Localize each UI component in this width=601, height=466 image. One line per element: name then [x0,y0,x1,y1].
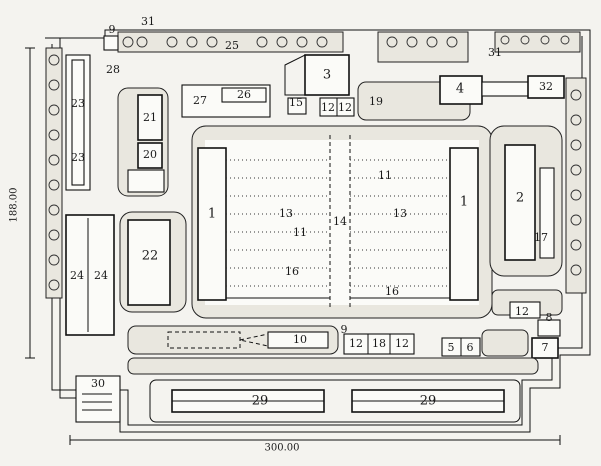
green-strip-top-corner [494,31,581,53]
label-23-a: 23 [71,97,85,110]
label-11-right: 11 [378,169,392,182]
building-17 [539,167,555,259]
dimension-vertical-label: 188.00 [9,188,20,223]
building-21 [137,94,163,141]
building-20 [137,142,163,169]
label-28: 28 [106,63,120,76]
label-24-b: 24 [94,269,108,282]
label-18: 18 [372,337,386,350]
label-1-right: 1 [460,195,468,210]
building-10-link [239,333,269,347]
label-31-left: 31 [141,15,155,28]
label-31-right: 31 [488,46,502,59]
label-25: 25 [225,39,239,52]
building-7 [531,337,559,359]
label-16-right: 16 [385,285,399,298]
building-12-18-12 [343,333,415,355]
building-4-annex [481,81,535,97]
label-30: 30 [91,377,105,390]
green-strip-left [45,47,63,299]
label-1-left: 1 [208,207,216,222]
label-23-b: 23 [71,151,85,164]
building-4 [439,75,483,105]
building-30-hatching [82,393,112,411]
building-32 [527,75,565,99]
label-27: 27 [193,94,207,107]
building-3-ramp [284,54,306,96]
label-3: 3 [323,68,331,83]
label-11-left: 11 [293,226,307,239]
label-15: 15 [289,96,303,109]
green-strip-right [565,77,587,294]
building-12-right [509,301,541,319]
label-5: 5 [448,341,455,354]
label-9-top: 9 [109,23,116,36]
building-24 [65,214,115,336]
label-12-right: 12 [515,305,529,318]
label-9-bottom: 9 [341,323,348,336]
label-14: 14 [333,215,347,228]
building-2 [504,144,536,261]
label-6: 6 [467,341,474,354]
building-26 [221,87,267,103]
label-29-left: 29 [252,394,269,409]
building-20-annex [127,169,165,193]
label-2: 2 [516,191,524,206]
building-8 [537,319,561,337]
label-24-a: 24 [70,269,84,282]
label-17: 17 [534,231,548,244]
dimension-horizontal-label: 300.00 [265,443,300,454]
label-26: 26 [237,88,251,101]
label-12-bottom-b: 12 [395,337,409,350]
site-boundary [45,29,591,433]
label-13-right: 13 [393,207,407,220]
green-strip-bottom [127,357,539,375]
label-8: 8 [546,311,553,324]
label-29-right: 29 [420,394,437,409]
building-30 [75,375,121,423]
building-3 [304,54,350,96]
label-12-top-b: 12 [338,101,352,114]
green-area-5 [481,329,529,357]
building-23-inner [71,59,85,186]
label-7: 7 [542,341,549,354]
building-28 [103,35,119,51]
building-15 [287,97,307,115]
label-13-left: 13 [279,207,293,220]
label-19: 19 [369,95,383,108]
label-12-bottom-a: 12 [349,337,363,350]
building-22 [127,219,171,306]
stall-rows-right [350,159,450,299]
label-32: 32 [539,80,553,93]
label-20: 20 [143,148,157,161]
central-yard [205,140,479,305]
building-10 [267,331,329,349]
label-16-left: 16 [285,265,299,278]
shrubs [48,35,582,291]
building-1-left [197,147,227,301]
label-22: 22 [142,249,159,264]
building-1-right [449,147,479,301]
label-21: 21 [143,111,157,124]
label-12-top-a: 12 [321,101,335,114]
storage-area-29 [149,379,521,423]
stall-rows-left [226,159,330,299]
label-4: 4 [456,82,464,97]
label-10: 10 [293,333,307,346]
